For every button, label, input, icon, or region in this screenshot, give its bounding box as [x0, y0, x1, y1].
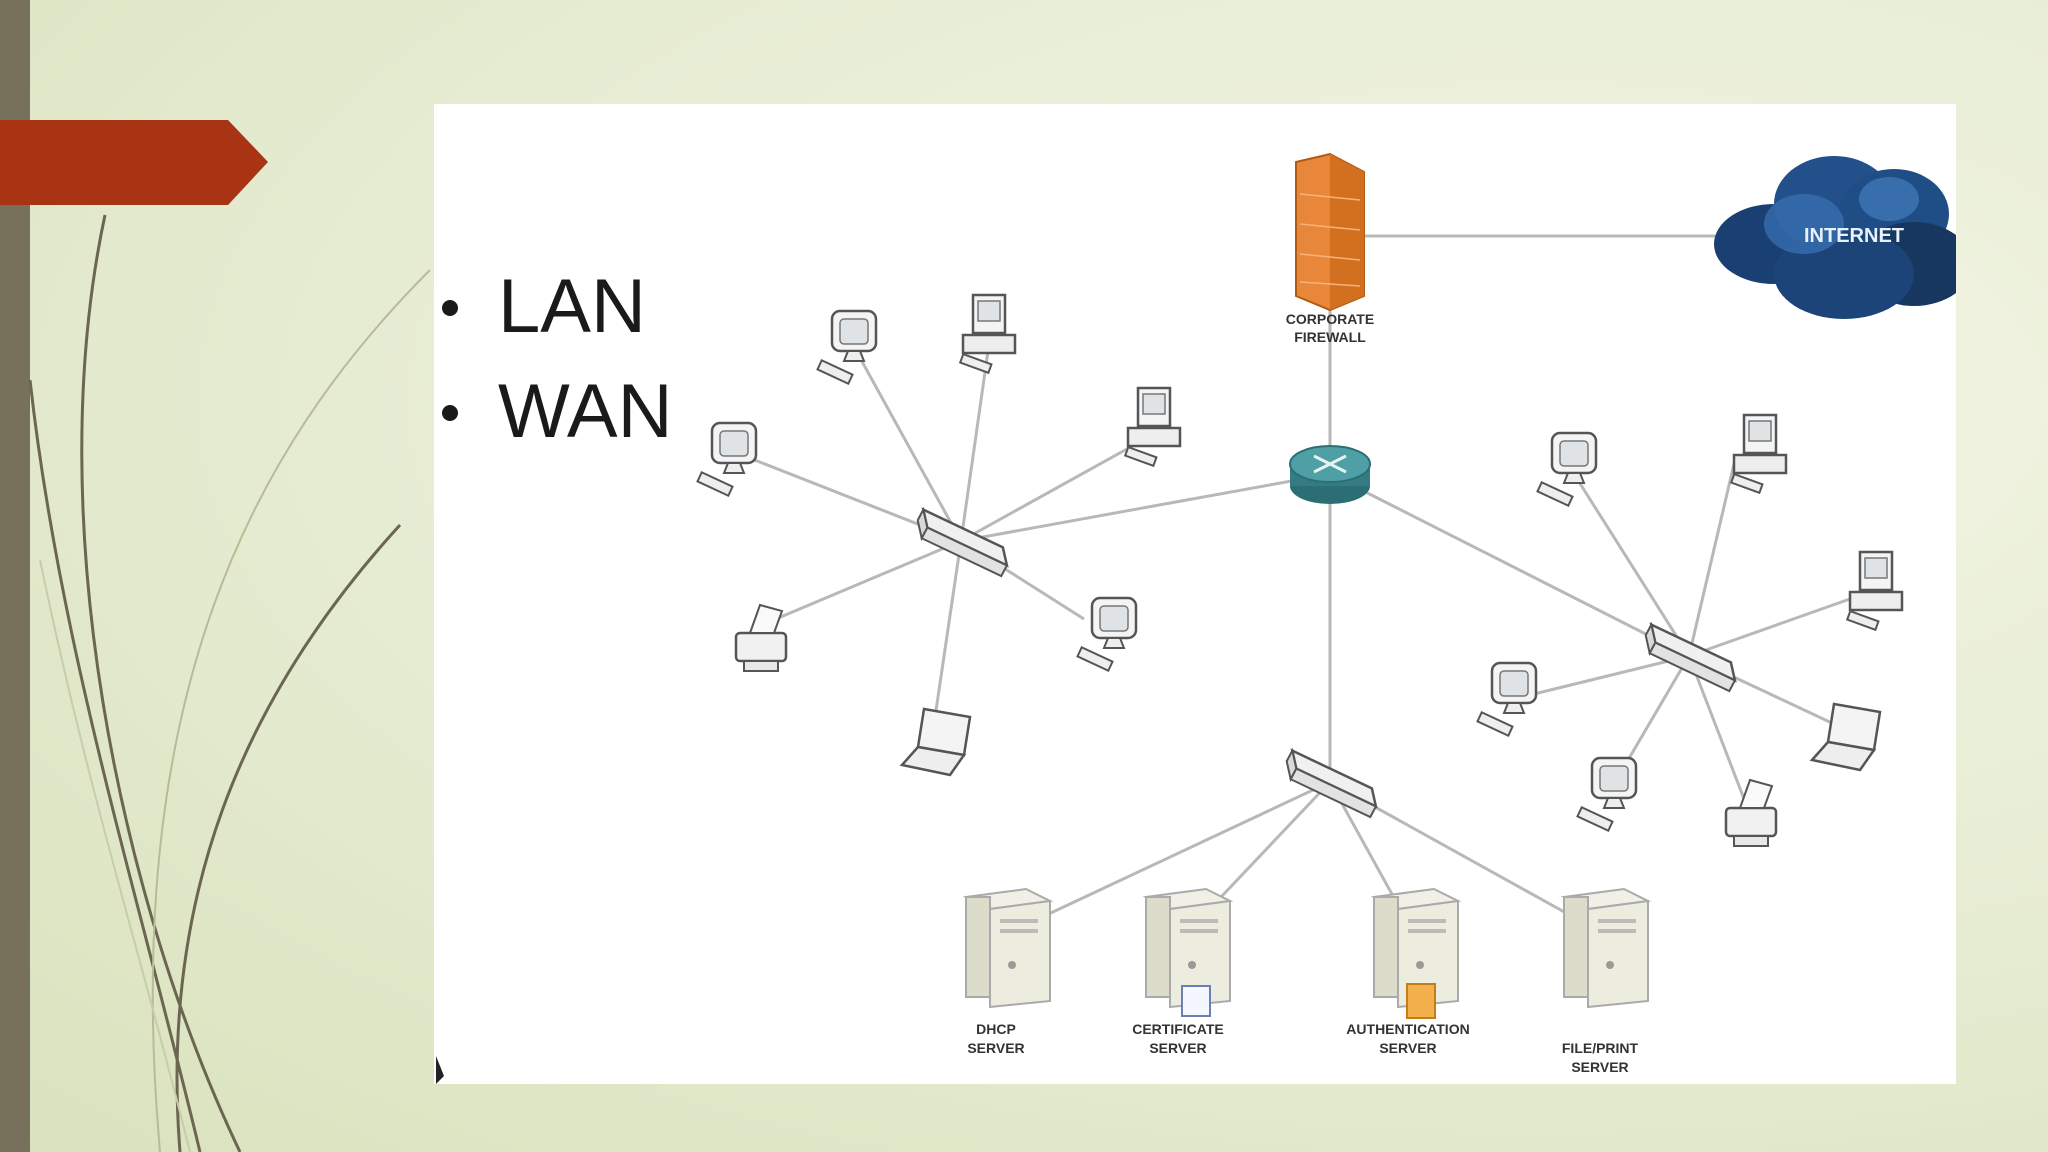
switch-icon: [909, 504, 1015, 581]
server-label: FILE/PRINT: [1562, 1040, 1639, 1056]
auth-badge-icon: [1406, 983, 1436, 1019]
diagram-panel: LAN WAN: [434, 104, 1956, 1084]
laptop-icon: [1810, 702, 1882, 772]
server-label: SERVER: [1571, 1059, 1628, 1075]
pc-icon: [1076, 596, 1138, 672]
server-label: SERVER: [967, 1040, 1024, 1056]
server-label: CERTIFICATE: [1132, 1021, 1224, 1037]
server-label: SERVER: [1379, 1040, 1436, 1056]
server-icon: [965, 888, 1051, 1008]
bullet-wan: WAN: [434, 359, 673, 464]
server-label: AUTHENTICATION: [1346, 1021, 1469, 1037]
cloud-icon: [1714, 156, 1956, 319]
internet-label: INTERNET: [1804, 225, 1904, 247]
accent-arrow-tab: [0, 120, 268, 205]
switch-icon: [1637, 619, 1743, 696]
decorative-curves: [28, 214, 431, 1152]
server-label: SERVER: [1149, 1040, 1206, 1056]
router-icon: [1289, 445, 1371, 504]
pc-icon: [696, 421, 758, 497]
network-diagram: CORPORATE FIREWALL INTERNET: [436, 152, 1956, 1084]
bullet-lan: LAN: [434, 254, 673, 359]
server-icon: [1563, 888, 1649, 1008]
cursor-icon: [436, 1056, 444, 1084]
pc-icon: [1123, 386, 1182, 468]
firewall-label-2: FIREWALL: [1294, 329, 1366, 345]
network-links: [751, 234, 1865, 936]
printer-icon: [734, 603, 788, 673]
laptop-icon: [900, 707, 972, 777]
pc-icon: [1845, 550, 1904, 632]
pc-icon: [1576, 756, 1638, 832]
pc-icon: [1729, 413, 1788, 495]
firewall-label-1: CORPORATE: [1286, 311, 1374, 327]
firewall-icon: [1295, 152, 1365, 312]
printer-icon: [1724, 778, 1778, 848]
bullet-list: LAN WAN: [434, 254, 673, 464]
server-label: DHCP: [976, 1021, 1016, 1037]
certificate-badge-icon: [1181, 985, 1211, 1017]
pc-icon: [1476, 661, 1538, 737]
